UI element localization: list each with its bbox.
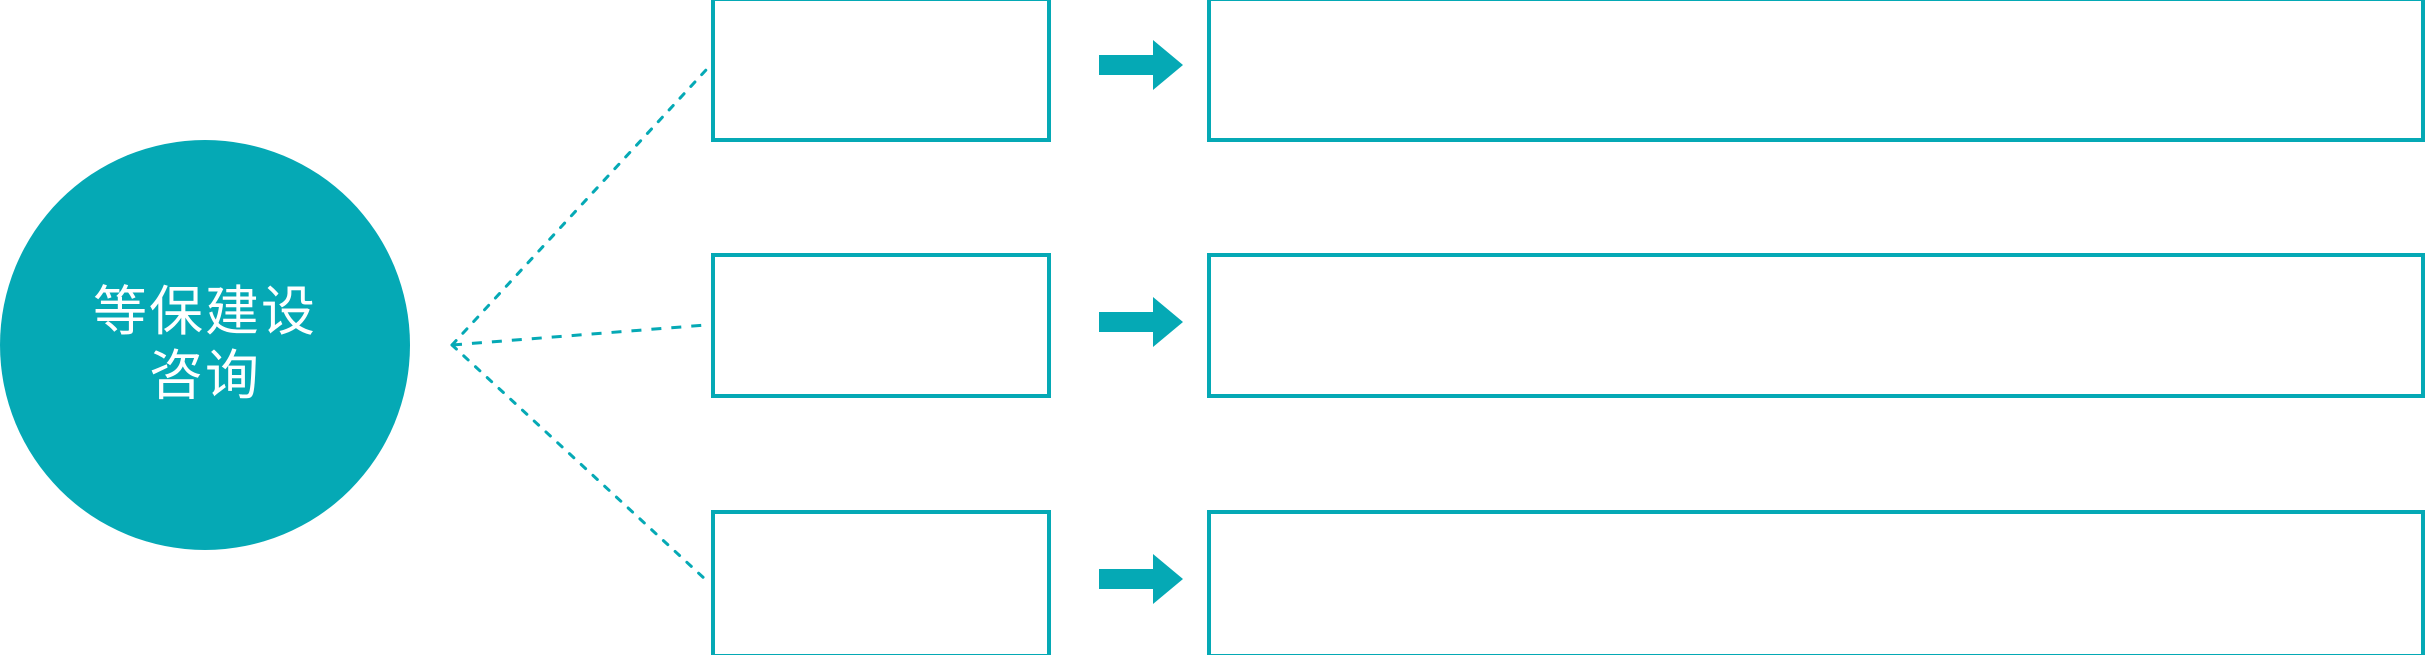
hub-circle[interactable]: 等保建设 咨询 [0, 140, 410, 550]
hub-label-line-2: 咨询 [149, 346, 261, 406]
hub-label-line-1: 等保建设 [93, 282, 317, 343]
arrow-right-icon-row-2 [1099, 297, 1183, 347]
connector-line-top [450, 68, 708, 347]
stage-box-row-2-label [715, 257, 1047, 277]
arrow-right-icon-row-3 [1099, 554, 1183, 604]
detail-box-row-2-label [1211, 257, 2421, 277]
detail-box-row-1-label [1211, 1, 2421, 21]
stage-box-row-1-label [715, 1, 1047, 21]
stage-box-row-3-label [715, 514, 1047, 534]
detail-box-row-2[interactable] [1207, 253, 2425, 398]
stage-box-row-3[interactable] [711, 510, 1051, 655]
detail-box-row-3[interactable] [1207, 510, 2425, 655]
stage-box-row-2[interactable] [711, 253, 1051, 398]
detail-box-row-1[interactable] [1207, 0, 2425, 142]
stage-box-row-1[interactable] [711, 0, 1051, 142]
arrow-right-icon-row-1 [1099, 40, 1183, 90]
connector-line-bottom [450, 343, 708, 582]
connector-line-middle [451, 323, 707, 347]
detail-box-row-3-label [1211, 514, 2421, 534]
